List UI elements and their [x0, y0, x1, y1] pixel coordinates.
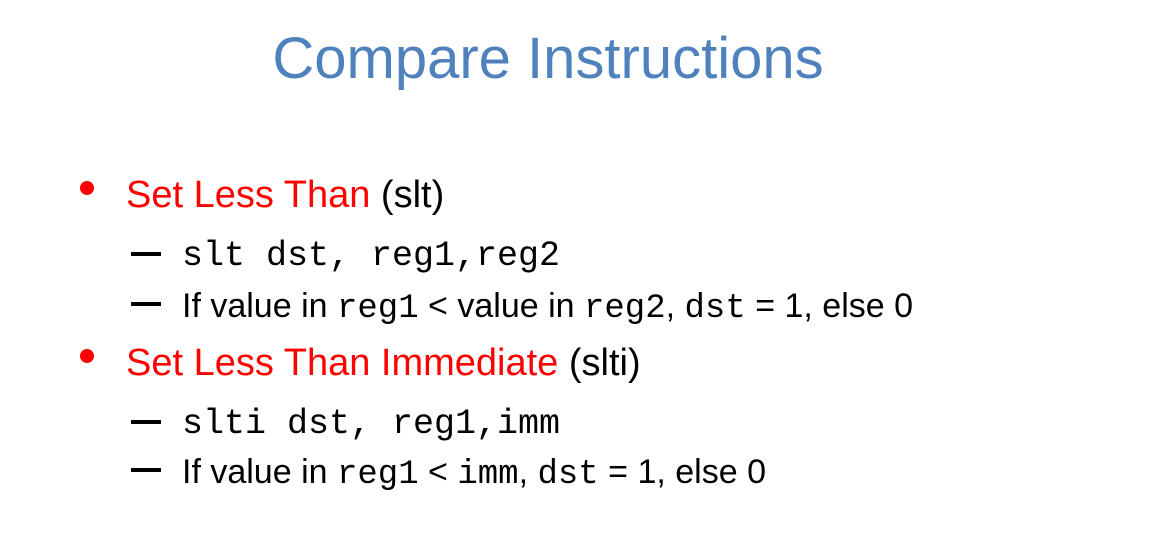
bullet-dot-icon — [80, 181, 94, 195]
slide-title: Compare Instructions — [272, 26, 824, 91]
dash-icon — [131, 252, 161, 256]
description-segment: = 1, else 0 — [598, 453, 766, 491]
code-segment: dst — [684, 290, 746, 328]
dash-icon — [131, 302, 161, 306]
dash-icon — [131, 420, 161, 424]
description-segment: , — [518, 453, 538, 491]
description-segment: If value in — [182, 287, 337, 325]
description-segment: < value in — [418, 287, 584, 325]
code-segment: dst — [537, 456, 599, 494]
description-segment: = 1, else 0 — [745, 287, 914, 325]
bullet-suffix: (slt) — [370, 174, 445, 216]
bullet-text: Set Less Than (slt) — [126, 172, 444, 218]
description-text: If value in reg1 < imm, dst = 1, else 0 — [182, 450, 766, 497]
code-segment: reg2 — [584, 290, 666, 328]
description-segment: If value in — [182, 453, 337, 491]
code-segment: imm — [457, 456, 519, 494]
code-text: slt dst, reg1,reg2 — [182, 236, 561, 276]
bullet-highlight: Set Less Than Immediate — [126, 342, 559, 384]
code-segment: reg1 — [336, 456, 419, 494]
bullet-suffix: (slti) — [558, 342, 641, 384]
description-text: If value in reg1 < value in reg2, dst = … — [182, 284, 913, 331]
bullet-dot-icon — [80, 349, 94, 363]
description-segment: < — [418, 453, 458, 491]
dash-icon — [131, 468, 161, 472]
bullet-text: Set Less Than Immediate (slti) — [126, 340, 641, 386]
code-text: slti dst, reg1,imm — [182, 404, 561, 444]
description-segment: , — [665, 287, 685, 325]
code-segment: reg1 — [336, 290, 419, 328]
bullet-highlight: Set Less Than — [126, 174, 371, 216]
